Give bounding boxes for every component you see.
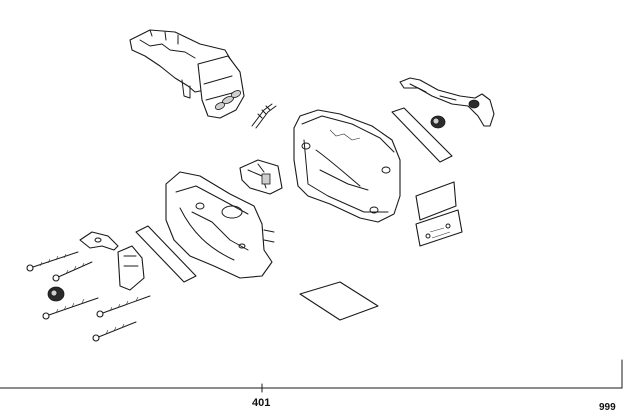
knob-left <box>47 286 65 302</box>
spring-clip <box>251 103 277 129</box>
handle-housing <box>165 171 275 279</box>
switch-lever <box>399 77 495 127</box>
knob <box>430 115 446 129</box>
rating-plate <box>415 181 457 221</box>
switch-module <box>239 159 283 195</box>
screw <box>96 295 151 318</box>
housing-cover-upper <box>129 29 245 119</box>
screw <box>92 321 137 342</box>
screw <box>42 297 99 320</box>
screw <box>26 251 79 272</box>
motor-housing <box>293 109 401 223</box>
page-frame <box>0 359 623 393</box>
small-bracket <box>79 231 119 251</box>
page-number: 401 <box>252 397 271 409</box>
screws <box>26 251 151 342</box>
screw <box>52 261 93 282</box>
flat-sheet <box>299 281 379 321</box>
label-strip-right <box>391 107 453 163</box>
label-sticker <box>415 209 463 247</box>
end-cap <box>117 245 145 291</box>
drawing-code: 999 <box>599 402 616 413</box>
label-strip-left <box>135 225 197 283</box>
